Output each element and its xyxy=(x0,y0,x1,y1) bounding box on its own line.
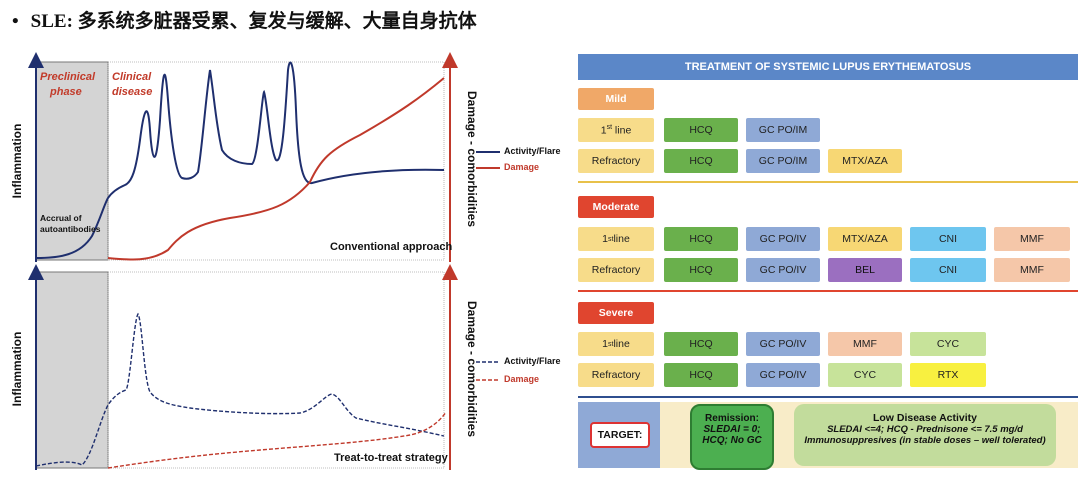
clinical-disease-label: Clinical disease xyxy=(112,70,152,100)
remission-box: Remission: SLEDAI = 0; HCQ; No GC xyxy=(690,404,774,470)
remission-line2: HCQ; No GC xyxy=(702,435,762,446)
moderate-ref-drug-2: GC PO/IV xyxy=(746,258,820,282)
bottom-damage-curve xyxy=(107,411,447,469)
mild-ref-drug-3: MTX/AZA xyxy=(828,149,902,173)
title-bullet: • xyxy=(12,11,19,32)
legend-damage-label-top: Damage xyxy=(504,162,540,172)
moderate-ref-drug-4: CNI xyxy=(910,258,986,282)
disease-course-charts xyxy=(28,52,500,470)
severe-ref-drug-3: CYC xyxy=(828,363,902,387)
page-title: • SLE: 多系统多脏器受累、复发与缓解、大量自身抗体 xyxy=(12,6,477,33)
title-text: 多系统多脏器受累、复发与缓解、大量自身抗体 xyxy=(72,11,477,32)
severe-1st-drug-4: CYC xyxy=(910,332,986,356)
mild-ref-drug-1: HCQ xyxy=(664,149,738,173)
separator-2 xyxy=(578,290,1078,292)
moderate-refractory-label: Refractory xyxy=(578,258,654,282)
clinical-line2: disease xyxy=(112,86,153,98)
separator-3 xyxy=(578,396,1078,398)
legend-activity-label-bottom: Activity/Flare xyxy=(504,356,561,366)
bottom-y-axis-label: Inflammation xyxy=(10,331,24,407)
top-damage-curve xyxy=(107,77,445,261)
remission-title: Remission: xyxy=(705,413,759,424)
accrual-line2: autoantibodies xyxy=(40,224,101,234)
conventional-approach-label: Conventional approach xyxy=(330,241,453,253)
title-bold: SLE: xyxy=(30,11,73,32)
bottom-y2-axis-label: Damage - comorbidities xyxy=(465,300,479,438)
low-disease-activity-box: Low Disease Activity SLEDAI <=4; HCQ - P… xyxy=(794,404,1056,466)
preclinical-line1: Preclinical xyxy=(40,71,96,83)
treatment-header: TREATMENT OF SYSTEMIC LUPUS ERYTHEMATOSU… xyxy=(578,54,1078,80)
severe-1st-drug-1: HCQ xyxy=(664,332,738,356)
mild-1st-line-text: 1st line xyxy=(600,123,632,137)
moderate-ref-drug-3: BEL xyxy=(828,258,902,282)
top-y-axis-label: Inflammation xyxy=(10,123,24,199)
moderate-1st-drug-1: HCQ xyxy=(664,227,738,251)
moderate-ref-drug-5: MMF xyxy=(994,258,1070,282)
accrual-line1: Accrual of xyxy=(40,213,82,223)
preclinical-line2: phase xyxy=(50,86,82,98)
lda-line2: Immunosuppresives (in stable doses – wel… xyxy=(804,435,1046,446)
preclinical-phase-label: Preclinical phase xyxy=(40,70,95,100)
bottom-activity-curve xyxy=(35,312,445,467)
legend-damage-label-bottom: Damage xyxy=(504,374,540,384)
mild-ref-drug-2: GC PO/IM xyxy=(746,149,820,173)
severe-1st-drug-2: GC PO/IV xyxy=(746,332,820,356)
severe-ref-drug-4: RTX xyxy=(910,363,986,387)
top-y2-axis-label: Damage - comorbidities xyxy=(465,90,479,228)
severe-ref-drug-2: GC PO/IV xyxy=(746,363,820,387)
separator-1 xyxy=(578,181,1078,183)
preclinical-region-bottom xyxy=(35,271,109,469)
lda-title: Low Disease Activity xyxy=(872,412,978,424)
clinical-region-top xyxy=(107,61,445,261)
moderate-1st-drug-4: CNI xyxy=(910,227,986,251)
mild-1st-drug-1: HCQ xyxy=(664,118,738,142)
severe-1st-drug-3: MMF xyxy=(828,332,902,356)
accrual-label: Accrual of autoantibodies xyxy=(40,213,100,235)
severity-mild: Mild xyxy=(578,88,654,110)
moderate-ref-drug-1: HCQ xyxy=(664,258,738,282)
remission-line1: SLEDAI = 0; xyxy=(703,424,761,435)
treat-to-target-label: Treat-to-treat strategy xyxy=(334,452,448,464)
severity-moderate: Moderate xyxy=(578,196,654,218)
moderate-1st-drug-2: GC PO/IV xyxy=(746,227,820,251)
clinical-line1: Clinical xyxy=(112,71,152,83)
moderate-1st-drug-5: MMF xyxy=(994,227,1070,251)
lda-line1: SLEDAI <=4; HCQ - Prednisone <= 7.5 mg/d xyxy=(827,424,1023,435)
severe-ref-drug-1: HCQ xyxy=(664,363,738,387)
clinical-region-bottom xyxy=(107,271,445,469)
legend-activity-label-top: Activity/Flare xyxy=(504,146,561,156)
severe-refractory-label: Refractory xyxy=(578,363,654,387)
top-activity-curve xyxy=(35,61,445,259)
mild-1st-line-label: 1st line xyxy=(578,118,654,142)
mild-1st-drug-2: GC PO/IM xyxy=(746,118,820,142)
severity-severe: Severe xyxy=(578,302,654,324)
moderate-1st-drug-3: MTX/AZA xyxy=(828,227,902,251)
mild-refractory-label: Refractory xyxy=(578,149,654,173)
target-label: TARGET: xyxy=(590,422,650,448)
